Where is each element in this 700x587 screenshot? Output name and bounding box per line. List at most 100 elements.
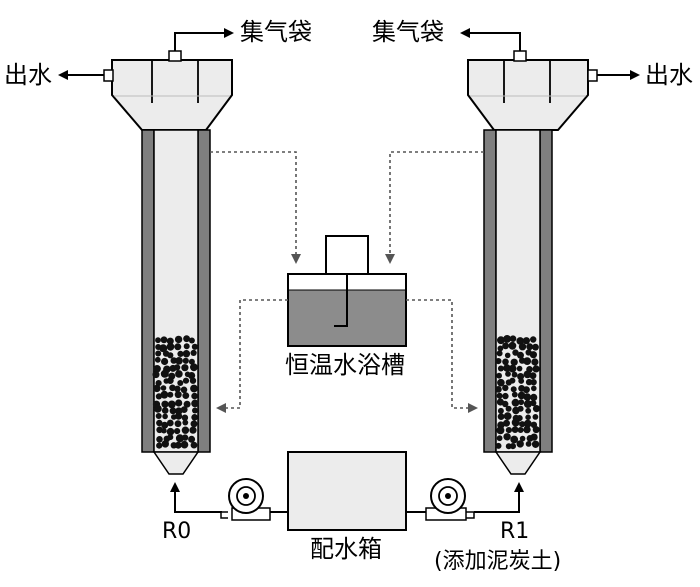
granule	[529, 372, 537, 380]
granule	[160, 369, 169, 378]
granule	[497, 365, 504, 372]
granule	[522, 386, 530, 394]
granule	[509, 377, 516, 384]
granule	[183, 400, 191, 408]
granule	[497, 345, 504, 352]
granule	[523, 400, 532, 408]
granule	[188, 435, 196, 443]
granule	[156, 436, 163, 443]
granule	[504, 352, 511, 359]
granule	[174, 343, 182, 351]
granule	[495, 358, 502, 365]
granule	[503, 412, 512, 420]
granule	[160, 390, 169, 399]
granule	[505, 405, 512, 412]
granule	[181, 414, 189, 421]
granule	[525, 414, 531, 421]
granule	[153, 365, 161, 373]
label-reactor-r1-note: (添加泥炭土)	[434, 549, 562, 574]
granule	[162, 413, 168, 420]
label-outlet-left: 出水	[4, 61, 52, 89]
granule	[530, 336, 537, 343]
granule	[167, 391, 174, 398]
granule	[174, 441, 182, 449]
granule	[523, 419, 532, 428]
granule	[502, 392, 509, 400]
reactor-r1-jacket-right	[539, 129, 553, 453]
label-water-bath: 恒温水浴槽	[285, 351, 405, 379]
granule	[190, 420, 198, 428]
granule	[517, 405, 524, 412]
granule	[510, 386, 517, 393]
granule	[496, 392, 503, 399]
granule	[166, 419, 174, 427]
granule	[510, 435, 519, 444]
granule	[505, 371, 511, 377]
granule	[166, 427, 175, 436]
granule	[191, 399, 199, 408]
granule	[511, 418, 520, 427]
granule	[511, 426, 519, 433]
granule	[526, 343, 534, 351]
feed-system	[170, 451, 524, 531]
circ-left-in	[210, 151, 301, 264]
granule	[183, 343, 190, 350]
gas-line-right	[460, 28, 521, 51]
granule	[511, 391, 518, 398]
pump-right	[425, 478, 475, 521]
granule	[166, 337, 174, 345]
granule	[510, 358, 518, 366]
granule	[516, 440, 524, 448]
granule	[497, 336, 505, 345]
granule	[154, 356, 161, 363]
granule	[523, 425, 531, 434]
granule	[518, 343, 527, 351]
granule	[156, 419, 163, 427]
granule	[183, 335, 191, 343]
granule	[503, 419, 510, 427]
granule	[530, 379, 537, 386]
reactor-r1-separator	[467, 59, 589, 131]
granule	[161, 440, 169, 448]
granule	[182, 357, 189, 364]
granule	[516, 337, 524, 345]
granule	[530, 433, 538, 441]
feed-line-right-2	[474, 482, 524, 513]
reactor-r0-outlet-port	[103, 69, 114, 82]
water-bath	[287, 235, 407, 347]
granule	[161, 407, 169, 414]
granule	[181, 364, 189, 372]
granule	[497, 407, 504, 414]
granule	[519, 435, 526, 442]
label-gas-bag-right: 集气袋	[372, 18, 444, 46]
granule	[502, 358, 509, 366]
label-reactor-r1: R1	[500, 519, 530, 544]
reactor-r1	[467, 50, 598, 475]
granule	[160, 336, 168, 344]
granule	[517, 373, 525, 380]
water-bath-heater-element	[334, 274, 348, 327]
granule	[174, 335, 183, 344]
circ-right-out	[406, 299, 478, 413]
granule	[174, 385, 181, 393]
granule	[155, 413, 162, 419]
granule	[155, 350, 162, 357]
granule	[523, 393, 532, 401]
granule	[188, 337, 195, 344]
granule	[174, 391, 182, 399]
granule	[532, 365, 540, 373]
granule	[496, 435, 503, 442]
granule	[180, 440, 189, 449]
reactor-r0-cone	[152, 451, 200, 475]
circ-left-out	[216, 299, 288, 413]
gas-line-left	[174, 28, 234, 51]
granule	[531, 385, 537, 392]
granule	[532, 414, 539, 420]
granule	[516, 365, 523, 372]
granule	[496, 426, 505, 435]
granule	[156, 442, 163, 449]
granule	[160, 385, 167, 391]
reactor-r1-granules	[495, 335, 541, 450]
